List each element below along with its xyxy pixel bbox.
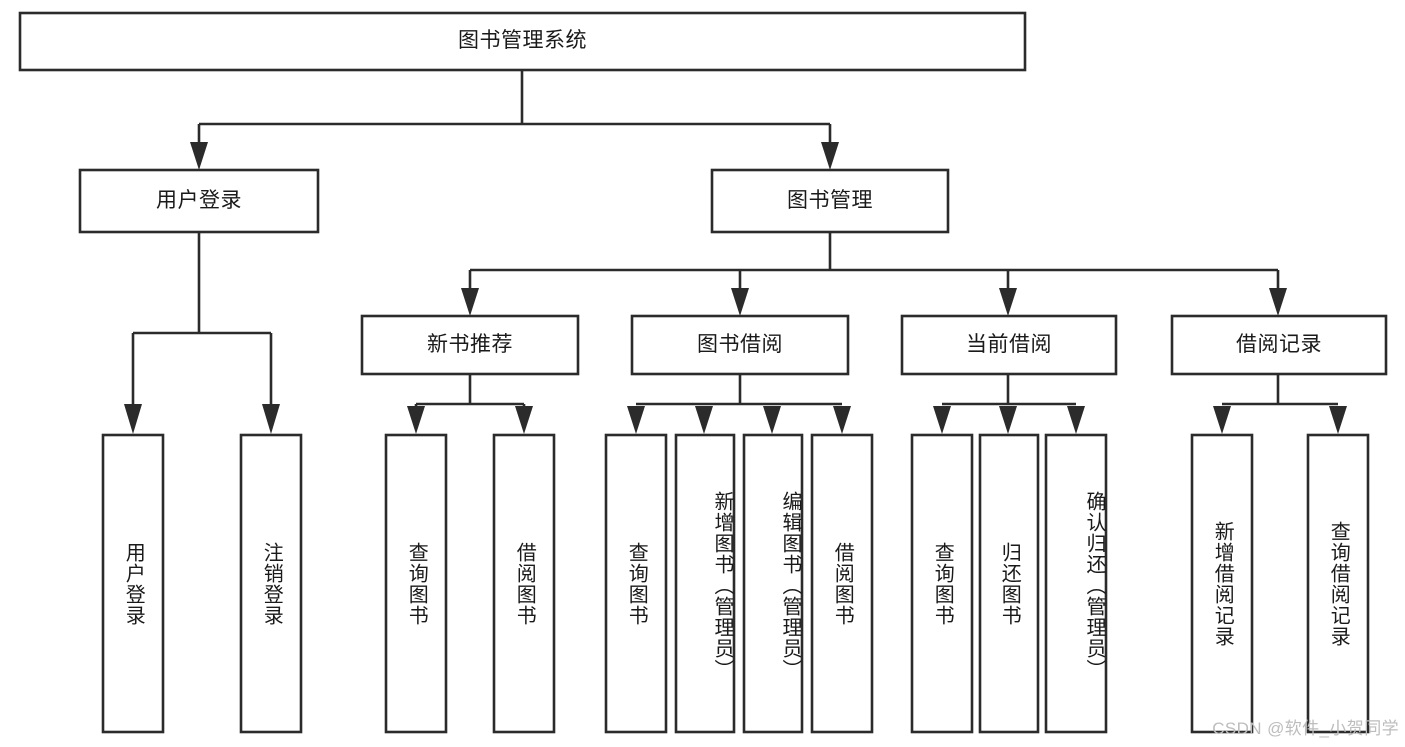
node-leaf-新增图书管理员[interactable] xyxy=(674,433,736,734)
arrowhead-current-leaf2 xyxy=(999,406,1017,434)
arrowhead-borrow-leaf1 xyxy=(627,406,645,434)
arrowhead-record-leaf1 xyxy=(1213,406,1231,434)
arrowhead-new-leaf1 xyxy=(407,406,425,434)
arrowhead-borrow-leaf3 xyxy=(763,406,781,434)
arrowhead-root-to-book xyxy=(821,142,839,170)
node-root-图书管理系统[interactable] xyxy=(18,11,1027,72)
node-leaf-用户登录[interactable] xyxy=(101,433,165,734)
arrowhead-borrow-leaf4 xyxy=(833,406,851,434)
node-l3-当前借阅[interactable] xyxy=(900,314,1118,376)
arrowhead-user-leaf1 xyxy=(124,404,142,434)
node-leaf-归还图书[interactable] xyxy=(978,433,1040,734)
arrowhead-new-leaf2 xyxy=(515,406,533,434)
node-l2-图书管理[interactable] xyxy=(710,168,950,234)
node-leaf-查询图书-借阅[interactable] xyxy=(604,433,668,734)
node-leaf-借阅图书-借阅[interactable] xyxy=(810,433,874,734)
arrowhead-current-leaf1 xyxy=(933,406,951,434)
arrowhead-user-leaf2 xyxy=(262,404,280,434)
arrowhead-book-to-new xyxy=(461,288,479,316)
arrowhead-record-leaf2 xyxy=(1329,406,1347,434)
node-leaf-新增借阅记录[interactable] xyxy=(1190,433,1254,734)
arrowhead-book-to-record xyxy=(1269,288,1287,316)
arrowhead-borrow-leaf2 xyxy=(695,406,713,434)
node-l3-借阅记录[interactable] xyxy=(1170,314,1388,376)
arrowhead-current-leaf3 xyxy=(1067,406,1085,434)
node-l3-新书推荐[interactable] xyxy=(360,314,580,376)
node-l3-图书借阅[interactable] xyxy=(630,314,850,376)
arrowhead-root-to-user xyxy=(190,142,208,170)
node-leaf-确认归还管理员[interactable] xyxy=(1044,433,1108,734)
node-leaf-查询图书-新书[interactable] xyxy=(384,433,448,734)
node-l2-用户登录[interactable] xyxy=(78,168,320,234)
node-leaf-借阅图书-新书[interactable] xyxy=(492,433,556,734)
arrowhead-book-to-current xyxy=(999,288,1017,316)
arrowhead-book-to-borrow xyxy=(731,288,749,316)
node-leaf-查询图书-当前[interactable] xyxy=(910,433,974,734)
node-leaf-编辑图书管理员[interactable] xyxy=(742,433,804,734)
node-leaf-查询借阅记录[interactable] xyxy=(1306,433,1370,734)
node-leaf-注销登录[interactable] xyxy=(239,433,303,734)
